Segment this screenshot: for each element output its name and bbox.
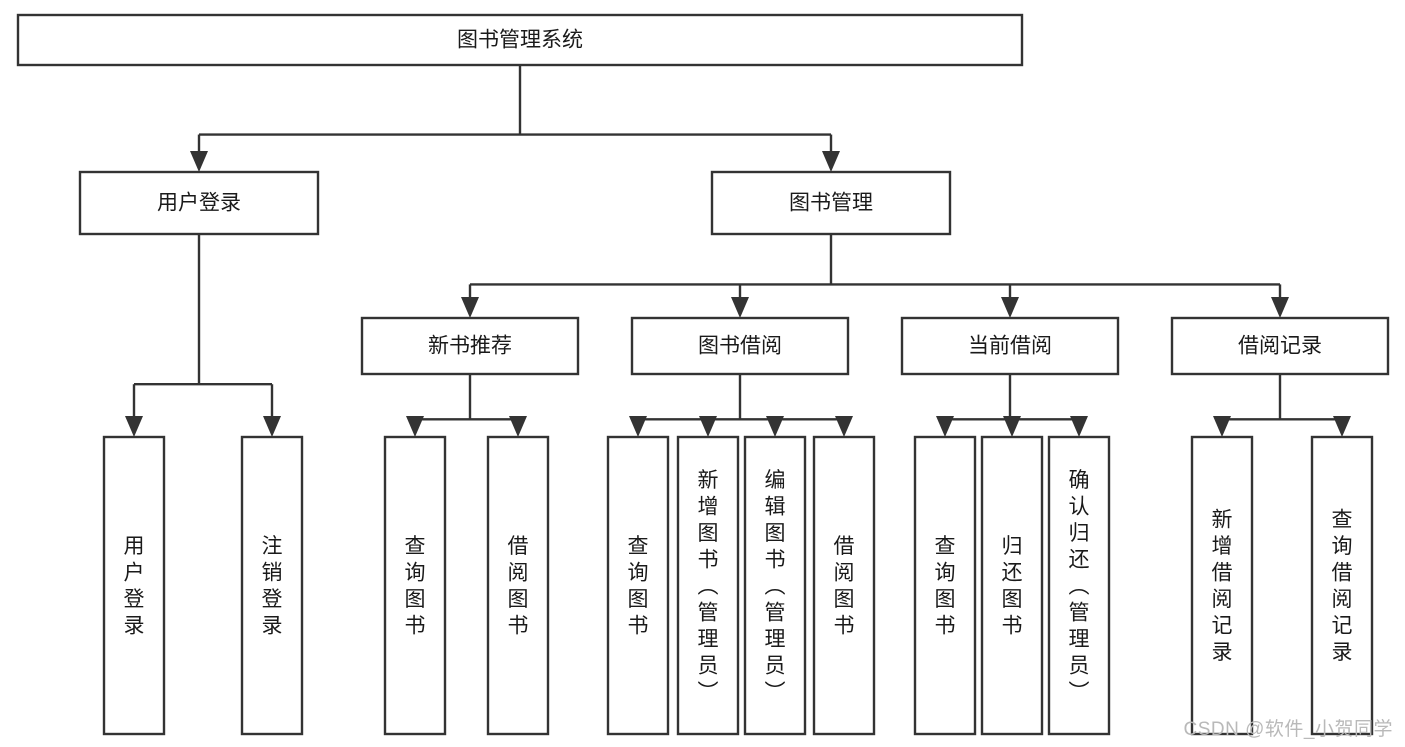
edge-group-user-login bbox=[125, 234, 281, 437]
edges-layer bbox=[125, 65, 1351, 437]
edge-group-book-manage bbox=[461, 234, 1289, 318]
node-box-borrow-record bbox=[1170, 316, 1390, 376]
node-label-current-borrow: 当前借阅 bbox=[968, 335, 1052, 358]
edge-arrowhead bbox=[1070, 416, 1088, 437]
node-label-new-book-rec: 新书推荐 bbox=[428, 335, 512, 358]
node-box-leaf-confirm-return bbox=[1047, 435, 1111, 736]
node-box-leaf-borrow-book-rec bbox=[486, 435, 550, 736]
node-leaf-add-book[interactable]: 新增图书︵管理员︶ bbox=[676, 435, 740, 736]
node-label-leaf-borrow-book-rec: 借阅图书 bbox=[508, 535, 529, 638]
edge-arrowhead bbox=[190, 151, 208, 172]
node-label-leaf-query-book-rec: 查询图书 bbox=[405, 535, 426, 638]
node-leaf-query-record[interactable]: 查询借阅记录 bbox=[1310, 435, 1374, 736]
node-current-borrow[interactable]: 当前借阅 bbox=[900, 316, 1120, 376]
node-box-leaf-return-book bbox=[980, 435, 1044, 736]
edge-arrowhead bbox=[1213, 416, 1231, 437]
node-borrow-record[interactable]: 借阅记录 bbox=[1170, 316, 1390, 376]
edge-group-root bbox=[190, 65, 840, 172]
node-root[interactable]: 图书管理系统 bbox=[16, 13, 1024, 67]
edge-arrowhead bbox=[263, 416, 281, 437]
node-label-leaf-query-book-br: 查询图书 bbox=[628, 535, 649, 638]
edge-arrowhead bbox=[1003, 416, 1021, 437]
edge-group-current-borrow bbox=[936, 374, 1088, 437]
node-box-new-book-rec bbox=[360, 316, 580, 376]
node-leaf-user-login[interactable]: 用户登录 bbox=[102, 435, 166, 736]
node-box-leaf-add-book bbox=[676, 435, 740, 736]
node-label-leaf-add-record: 新增借阅记录 bbox=[1212, 509, 1233, 665]
node-box-root bbox=[16, 13, 1024, 67]
edge-arrowhead bbox=[936, 416, 954, 437]
node-label-leaf-add-book: 新增图书︵管理员︶ bbox=[698, 469, 719, 704]
node-label-leaf-borrow-book-br: 借阅图书 bbox=[834, 535, 855, 638]
node-box-leaf-edit-book bbox=[743, 435, 807, 736]
node-label-book-manage: 图书管理 bbox=[789, 192, 873, 215]
edge-group-book-borrow bbox=[629, 374, 853, 437]
edge-arrowhead bbox=[1271, 297, 1289, 318]
node-box-leaf-query-book-br bbox=[606, 435, 670, 736]
node-leaf-add-record[interactable]: 新增借阅记录 bbox=[1190, 435, 1254, 736]
node-leaf-query-book-rec[interactable]: 查询图书 bbox=[383, 435, 447, 736]
node-label-root: 图书管理系统 bbox=[457, 29, 583, 52]
node-box-book-borrow bbox=[630, 316, 850, 376]
node-label-leaf-return-book: 归还图书 bbox=[1002, 535, 1023, 638]
edge-group-new-book-rec bbox=[406, 374, 527, 437]
node-box-leaf-query-record bbox=[1310, 435, 1374, 736]
edge-arrowhead bbox=[731, 297, 749, 318]
node-label-borrow-record: 借阅记录 bbox=[1238, 335, 1322, 358]
node-new-book-rec[interactable]: 新书推荐 bbox=[360, 316, 580, 376]
node-box-leaf-borrow-book-br bbox=[812, 435, 876, 736]
edge-arrowhead bbox=[629, 416, 647, 437]
node-leaf-query-book-cb[interactable]: 查询图书 bbox=[913, 435, 977, 736]
node-box-leaf-logout bbox=[240, 435, 304, 736]
node-leaf-edit-book[interactable]: 编辑图书︵管理员︶ bbox=[743, 435, 807, 736]
node-label-leaf-query-book-cb: 查询图书 bbox=[935, 535, 956, 638]
node-label-leaf-query-record: 查询借阅记录 bbox=[1332, 509, 1353, 665]
node-book-manage[interactable]: 图书管理 bbox=[710, 170, 952, 236]
node-box-user-login bbox=[78, 170, 320, 236]
edge-arrowhead bbox=[509, 416, 527, 437]
watermark-label: CSDN @软件_小贺同学 bbox=[1183, 719, 1393, 740]
node-label-leaf-logout: 注销登录 bbox=[262, 535, 283, 638]
edge-arrowhead bbox=[835, 416, 853, 437]
edge-arrowhead bbox=[766, 416, 784, 437]
node-book-borrow[interactable]: 图书借阅 bbox=[630, 316, 850, 376]
edge-arrowhead bbox=[125, 416, 143, 437]
node-leaf-return-book[interactable]: 归还图书 bbox=[980, 435, 1044, 736]
edge-arrowhead bbox=[699, 416, 717, 437]
node-label-leaf-user-login: 用户登录 bbox=[124, 535, 145, 638]
node-box-leaf-add-record bbox=[1190, 435, 1254, 736]
node-leaf-borrow-book-br[interactable]: 借阅图书 bbox=[812, 435, 876, 736]
node-label-leaf-edit-book: 编辑图书︵管理员︶ bbox=[765, 469, 786, 704]
edge-group-borrow-record bbox=[1213, 374, 1351, 437]
node-box-current-borrow bbox=[900, 316, 1120, 376]
node-box-leaf-query-book-cb bbox=[913, 435, 977, 736]
edge-arrowhead bbox=[822, 151, 840, 172]
node-leaf-query-book-br[interactable]: 查询图书 bbox=[606, 435, 670, 736]
node-label-book-borrow: 图书借阅 bbox=[698, 335, 782, 358]
node-leaf-confirm-return[interactable]: 确认归还︵管理员︶ bbox=[1047, 435, 1111, 736]
node-box-book-manage bbox=[710, 170, 952, 236]
edge-arrowhead bbox=[1001, 297, 1019, 318]
edge-arrowhead bbox=[406, 416, 424, 437]
node-user-login[interactable]: 用户登录 bbox=[78, 170, 320, 236]
node-label-user-login: 用户登录 bbox=[157, 192, 241, 215]
node-box-leaf-query-book-rec bbox=[383, 435, 447, 736]
node-leaf-borrow-book-rec[interactable]: 借阅图书 bbox=[486, 435, 550, 736]
node-label-leaf-confirm-return: 确认归还︵管理员︶ bbox=[1069, 469, 1090, 704]
node-leaf-logout[interactable]: 注销登录 bbox=[240, 435, 304, 736]
edge-arrowhead bbox=[461, 297, 479, 318]
node-box-leaf-user-login bbox=[102, 435, 166, 736]
nodes-layer: 图书管理系统用户登录图书管理新书推荐图书借阅当前借阅借阅记录用户登录注销登录查询… bbox=[16, 13, 1390, 736]
edge-arrowhead bbox=[1333, 416, 1351, 437]
